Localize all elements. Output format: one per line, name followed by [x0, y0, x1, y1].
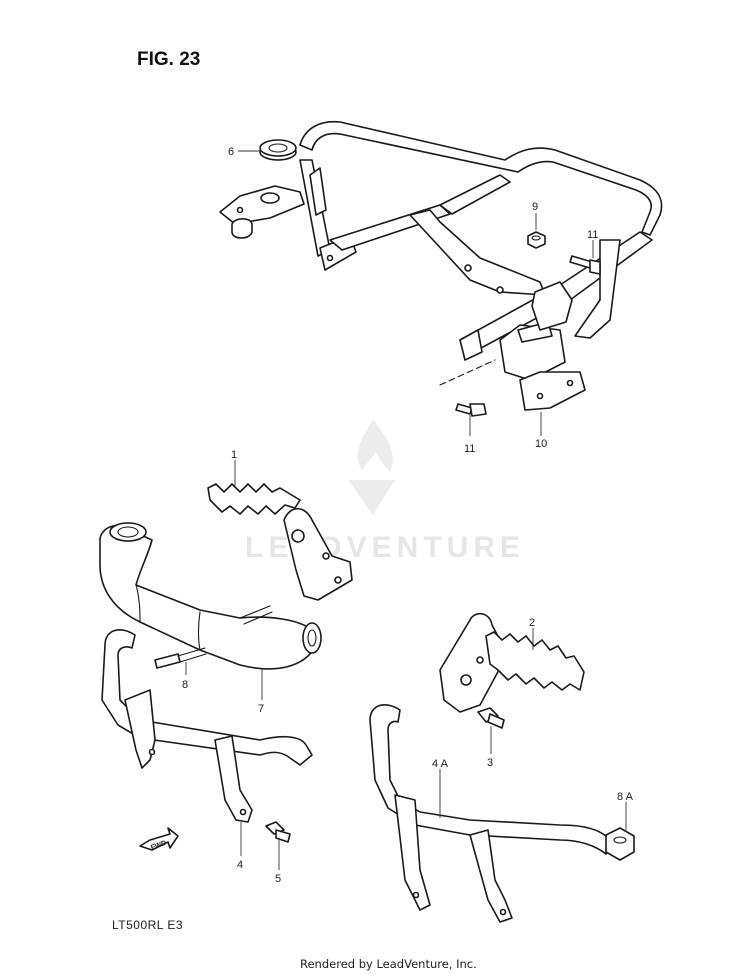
rear-frame-part-10 [219, 120, 663, 411]
bolt-part-3 [477, 707, 505, 729]
footrest-part-2 [439, 612, 585, 713]
callout-11-lower: 11 [464, 443, 475, 455]
callout-4a: 4 A [432, 758, 449, 770]
forward-direction-marker: FWD [139, 827, 179, 852]
bolt-part-11-upper [569, 255, 601, 275]
leadventure-flame-logo-icon [348, 420, 395, 515]
nut-part-9 [527, 231, 546, 249]
callout-6: 6 [228, 146, 234, 158]
callout-11-upper: 11 [587, 229, 598, 241]
guard-bar-part-4a [369, 704, 611, 923]
nut-part-8a [605, 827, 635, 861]
grommet-part-6 [259, 139, 297, 161]
figure-title: FIG. 23 [137, 49, 200, 70]
callout-7: 7 [258, 703, 264, 715]
guard-bar-part-4 [101, 629, 313, 823]
callout-8a: 8 A [617, 791, 634, 803]
leader-lines [185, 150, 627, 870]
callouts: 6 9 11 11 10 1 2 8 7 3 4 A 8 A 4 5 [182, 146, 634, 885]
callout-5: 5 [275, 873, 281, 885]
watermark-text: LEADVENTURE [245, 531, 525, 564]
footrest-part-1 [207, 483, 353, 601]
callout-9: 9 [532, 201, 538, 213]
bolt-part-11-lower [455, 403, 487, 417]
callout-10: 10 [535, 438, 547, 450]
callout-2: 2 [529, 617, 535, 629]
footer-text: Rendered by LeadVenture, Inc. [300, 957, 477, 971]
callout-8: 8 [182, 679, 188, 691]
callout-1: 1 [231, 449, 237, 461]
band-part-8 [154, 605, 273, 669]
callout-4: 4 [237, 859, 243, 871]
model-code: LT500RL E3 [112, 918, 183, 932]
bolt-part-5 [265, 821, 291, 843]
callout-3: 3 [487, 757, 493, 769]
guard-cover-part-7 [99, 522, 322, 670]
